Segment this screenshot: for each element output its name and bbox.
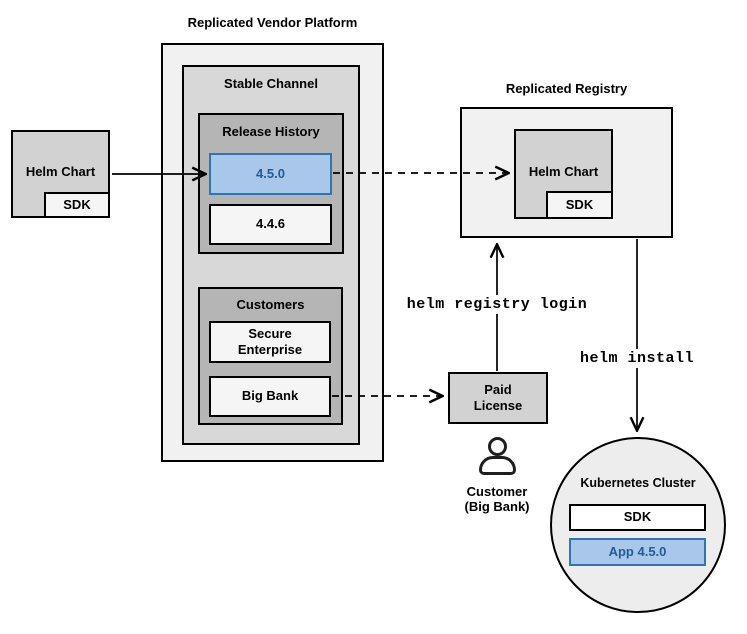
paid-license-box: Paid License — [448, 372, 548, 424]
vendor-platform-title: Replicated Vendor Platform — [187, 15, 358, 30]
cluster-sdk-box: SDK — [569, 504, 706, 531]
person-head-icon — [488, 437, 507, 456]
source-sdk-box: SDK — [44, 192, 110, 218]
customer-label: Customer (Big Bank) — [437, 484, 557, 514]
release-history-title: Release History — [222, 124, 320, 139]
customer-item-big-bank: Big Bank — [209, 376, 331, 417]
customer-name: Customer — [466, 484, 528, 499]
customer-org: (Big Bank) — [464, 499, 530, 514]
release-item-4-4-6: 4.4.6 — [209, 204, 332, 245]
command-install-label: helm install — [575, 349, 699, 368]
kubernetes-cluster-title: Kubernetes Cluster — [580, 476, 696, 490]
customer-item-secure-enterprise: Secure Enterprise — [209, 321, 331, 363]
cluster-app-box: App 4.5.0 — [569, 538, 706, 566]
command-registry-login-label: helm registry login — [402, 295, 592, 314]
release-item-4-5-0: 4.5.0 — [209, 153, 332, 195]
person-body-icon — [479, 456, 516, 475]
registry-title: Replicated Registry — [505, 81, 628, 96]
stable-channel-title: Stable Channel — [224, 76, 318, 91]
registry-sdk-box: SDK — [546, 191, 613, 219]
customers-title: Customers — [236, 297, 305, 312]
